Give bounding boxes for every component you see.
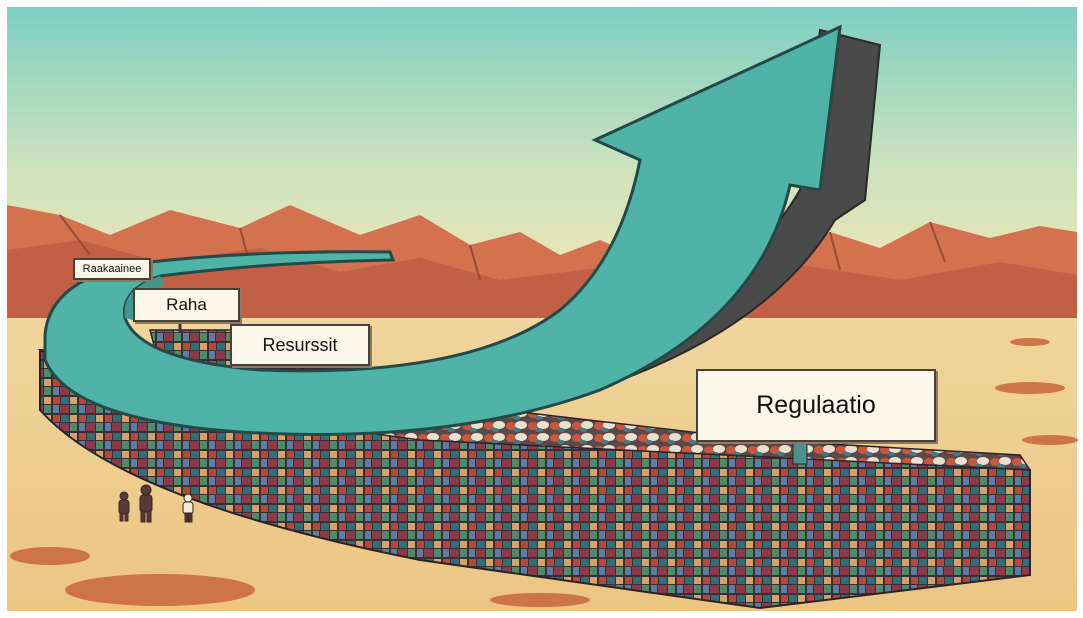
growth-arrow (43, 24, 842, 436)
sign-resurssit: Resurssit (230, 324, 370, 366)
sign-regulaatio: Regulaatio (696, 369, 936, 442)
people (118, 484, 194, 523)
sign-raha: Raha (133, 288, 240, 322)
sign-raaka-aineet: Raakaainee (73, 258, 151, 280)
